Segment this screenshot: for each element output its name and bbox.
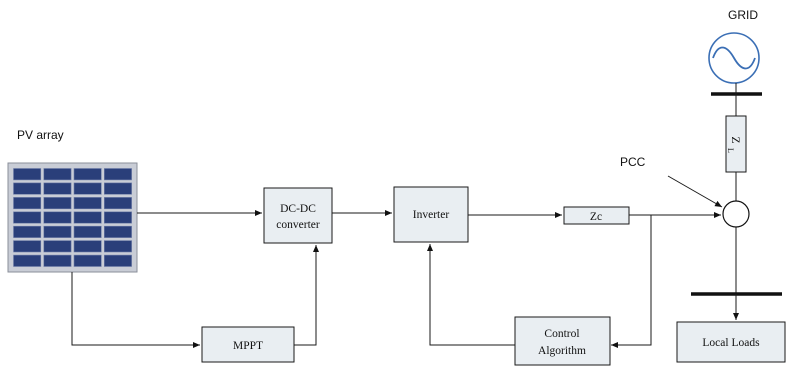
dcdc-label-line2: converter <box>276 219 320 231</box>
dcdc-converter-box <box>263 187 333 244</box>
pv-cell <box>43 197 72 210</box>
control-label-line1: Control <box>544 328 579 340</box>
pv-cell <box>73 225 102 238</box>
inverter-box <box>393 186 469 243</box>
pv-cell <box>43 240 72 253</box>
zl-label: Z L <box>726 136 741 153</box>
svg-text:Z: Z <box>729 136 741 143</box>
control-label-line2: Algorithm <box>538 345 586 357</box>
pv-cell <box>13 182 42 195</box>
pcc-to-control-feedback-arrow <box>611 215 652 348</box>
pv-cell <box>104 225 132 238</box>
pcc-label: PCC <box>620 155 646 169</box>
svg-text:L: L <box>726 148 735 153</box>
pv-cell <box>43 254 72 267</box>
zc-label: Zc <box>590 211 602 223</box>
pv-cell <box>13 225 42 238</box>
pv-cell <box>13 240 42 253</box>
pv-cell <box>104 197 132 210</box>
pv-cell <box>104 254 132 267</box>
mppt-label: MPPT <box>233 340 263 352</box>
pv-cell <box>73 240 102 253</box>
zl-impedance-box <box>725 115 747 173</box>
pv-cell <box>104 168 132 181</box>
pv-cell <box>43 168 72 181</box>
pv-cell <box>43 225 72 238</box>
pv-cell <box>13 197 42 210</box>
pv-cell <box>43 182 72 195</box>
inverter-label: Inverter <box>413 209 450 221</box>
pcc-pointer-arrow <box>667 175 723 208</box>
control-to-inverter-arrow <box>427 244 515 346</box>
pv-cell <box>73 254 102 267</box>
grid-source-icon <box>708 32 760 84</box>
pv-cell <box>13 168 42 181</box>
dcdc-label-line1: DC-DC <box>280 203 316 215</box>
local-loads-label: Local Loads <box>702 337 760 349</box>
pv-cell <box>104 211 132 224</box>
mppt-to-dcdc-arrow <box>294 245 319 346</box>
pcc-node <box>722 200 750 228</box>
pv-cell <box>73 182 102 195</box>
mppt-box <box>201 326 295 363</box>
pv-array-label: PV array <box>17 128 64 142</box>
pv-cell <box>104 182 132 195</box>
pv-cell <box>73 197 102 210</box>
pv-cell <box>73 168 102 181</box>
control-algorithm-box <box>514 316 611 366</box>
pv-cell <box>13 254 42 267</box>
pv-cell <box>43 211 72 224</box>
grid-label: GRID <box>728 8 758 22</box>
pv-panel-image <box>7 162 138 273</box>
local-loads-box <box>676 321 786 363</box>
pv-to-mppt-arrow <box>71 272 200 348</box>
pv-cell <box>73 211 102 224</box>
pv-cell <box>13 211 42 224</box>
pv-cell <box>104 240 132 253</box>
